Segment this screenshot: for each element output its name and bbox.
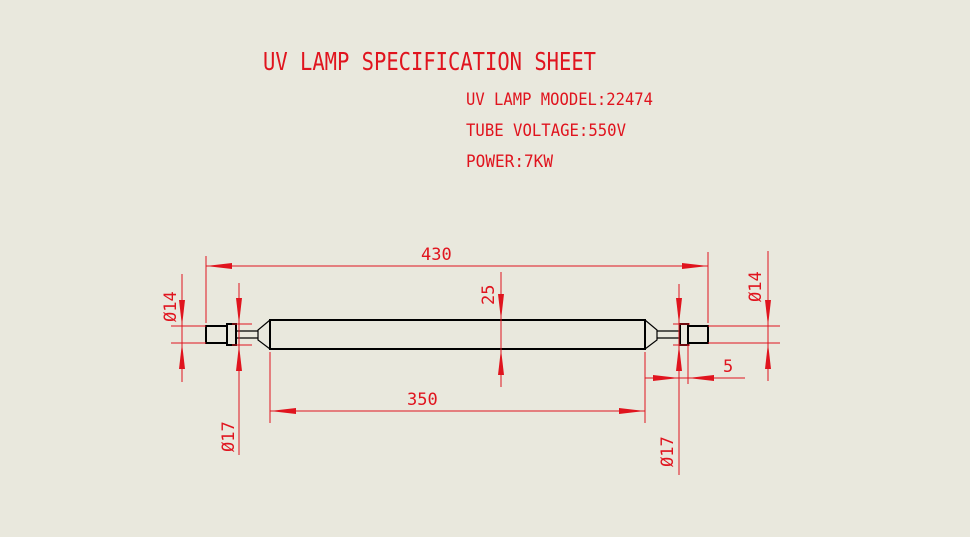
dim-tube-diameter: 25 xyxy=(479,272,504,387)
left-terminal-diameter-label: Ø14 xyxy=(161,291,181,322)
right-cap xyxy=(679,323,689,346)
spec-power: POWER:7KW xyxy=(466,152,554,172)
tube-length-label: 350 xyxy=(407,390,438,410)
tube-diameter-label: 25 xyxy=(479,285,499,305)
left-cap-diameter-label: Ø17 xyxy=(219,421,239,452)
right-stem xyxy=(657,330,680,339)
left-terminal xyxy=(205,325,228,344)
right-terminal-diameter-label: Ø14 xyxy=(746,271,766,302)
dim-right-terminal-length: 5 xyxy=(645,345,745,384)
right-taper xyxy=(644,319,658,350)
right-terminal xyxy=(687,325,709,344)
dim-overall-length: 430 xyxy=(205,245,709,323)
dim-tube-length: 350 xyxy=(269,352,646,423)
left-stem xyxy=(237,330,258,339)
overall-length-label: 430 xyxy=(421,245,452,265)
spec-model: UV LAMP MOODEL:22474 xyxy=(466,90,653,110)
spec-voltage: TUBE VOLTAGE:550V xyxy=(466,121,626,141)
dim-left-cap-diameter: Ø17 xyxy=(219,283,252,455)
right-cap-diameter-label: Ø17 xyxy=(658,436,678,467)
dim-right-cap-diameter: Ø17 xyxy=(658,284,690,475)
left-taper xyxy=(257,319,271,350)
lamp-outline xyxy=(205,319,709,350)
left-cap xyxy=(226,323,237,346)
sheet-title: UV LAMP SPECIFICATION SHEET xyxy=(263,47,596,76)
lamp-tube xyxy=(269,319,646,350)
dim-left-terminal-diameter: Ø14 xyxy=(161,274,206,382)
dim-right-terminal-diameter: Ø14 xyxy=(708,251,780,381)
terminal-length-label: 5 xyxy=(723,357,733,377)
